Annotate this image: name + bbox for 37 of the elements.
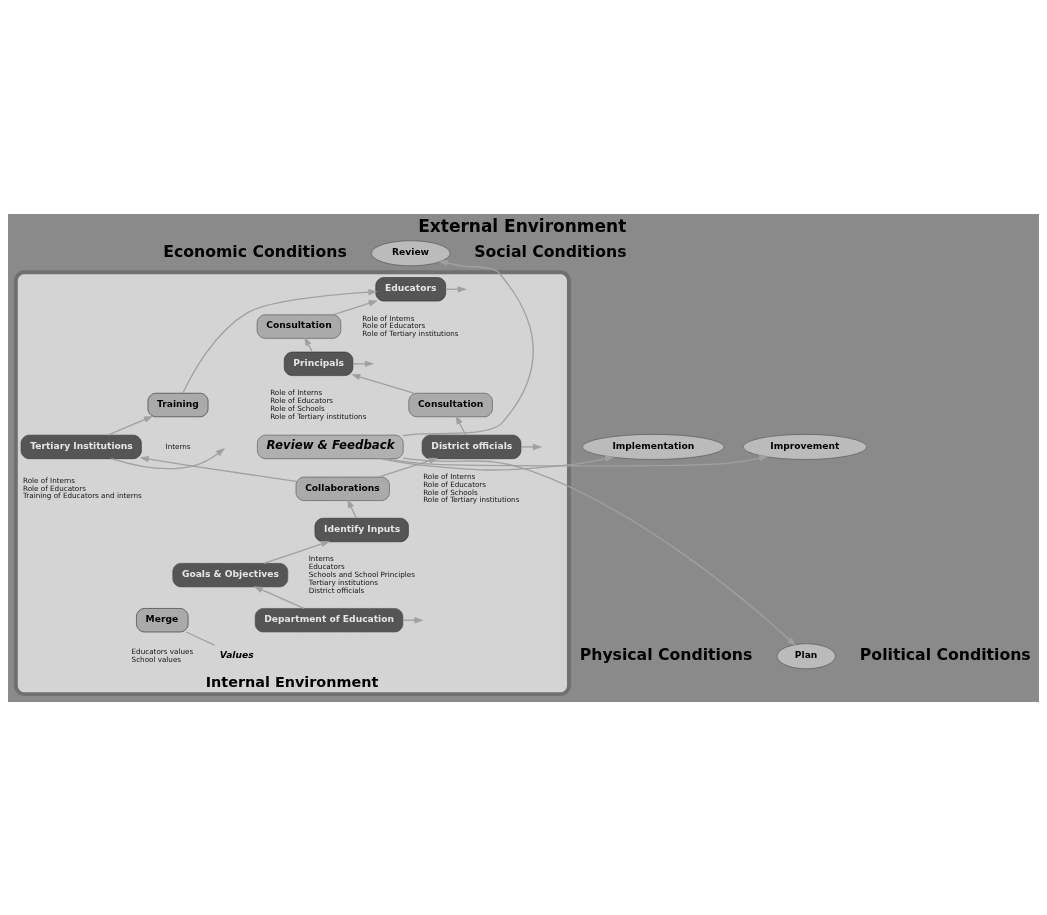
node-box: Consultation xyxy=(256,313,342,339)
arrow xyxy=(377,457,439,478)
node-box: Tertiary Institutions xyxy=(20,434,142,459)
label: Social Conditions xyxy=(474,241,627,261)
arrow xyxy=(520,443,543,450)
arrow xyxy=(379,455,615,471)
node-box: Department of Education xyxy=(254,607,404,632)
arrow xyxy=(263,540,331,564)
node-box: Principals xyxy=(283,351,354,376)
node-box: Training xyxy=(147,392,209,417)
node-box: Collaborations xyxy=(295,476,390,501)
arrow xyxy=(384,454,769,466)
node-box: Identify Inputs xyxy=(314,517,409,542)
arrow xyxy=(107,415,154,436)
arrow xyxy=(253,585,305,609)
node-box: Review & Feedback xyxy=(257,434,404,459)
arrow xyxy=(139,455,297,482)
label: Physical Conditions xyxy=(579,644,753,664)
arrow xyxy=(351,373,415,394)
connector xyxy=(185,630,216,646)
node-box: Goals & Objectives xyxy=(172,562,289,587)
arrow xyxy=(304,336,314,353)
node-box: Educators xyxy=(375,276,447,301)
arrow xyxy=(333,299,378,315)
arrow xyxy=(347,498,357,519)
arrow xyxy=(455,414,467,436)
arrow xyxy=(402,259,534,436)
label: Economic Conditions xyxy=(163,241,347,261)
arrow xyxy=(182,288,378,394)
node-text: Values xyxy=(219,649,254,660)
arrow xyxy=(110,447,226,469)
node-box: Consultation xyxy=(408,392,493,417)
label: Political Conditions xyxy=(859,644,1031,664)
node-ellipse: Plan xyxy=(776,642,836,669)
diagram-title: External Environment xyxy=(418,215,627,236)
node-box: District officials xyxy=(421,434,522,459)
node-box: Merge xyxy=(136,607,189,632)
